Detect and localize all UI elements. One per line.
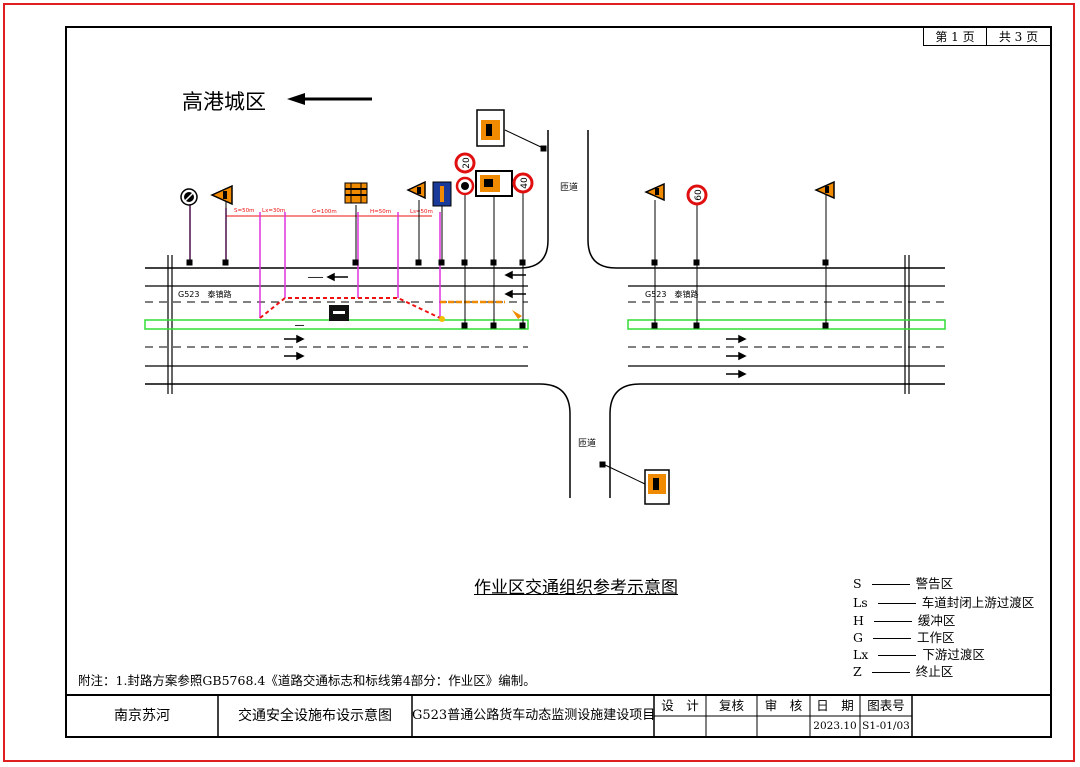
- lane-note-1: ━━━━━: [307, 275, 324, 281]
- zone-ls: Ls=50m: [410, 209, 433, 215]
- date-label: 日 期: [816, 698, 854, 713]
- company-name: 南京苏河: [114, 708, 170, 724]
- date-value: 2023.10: [813, 720, 857, 732]
- work-ahead-sign-top: [476, 109, 505, 147]
- work-ahead-sign-mid: [475, 170, 513, 197]
- speed-limit-40: 40: [512, 172, 534, 194]
- work-zone: [259, 297, 522, 322]
- warning-sign-right-1: [644, 182, 665, 202]
- audit-label: 审 核: [764, 698, 803, 713]
- sign-posts: [186, 129, 829, 485]
- work-ahead-sign-bottom: [644, 469, 670, 505]
- side-road-bottom: 匝道: [578, 437, 596, 449]
- zone-lx: Lx=30m: [262, 208, 285, 214]
- warning-sign-2: [406, 180, 426, 200]
- no-entry-sign: [180, 188, 198, 206]
- drawing-frame: [65, 26, 1052, 738]
- speed-limit-60: 60: [686, 184, 708, 206]
- warning-sign-1: [210, 184, 233, 206]
- zone-s: S=50m: [234, 208, 254, 214]
- road-right: [587, 130, 945, 498]
- table-no-value: S1-01/03: [862, 720, 910, 732]
- diagram-title: 作业区交通组织参考示意图: [474, 578, 678, 598]
- svg-text:60: 60: [694, 189, 704, 201]
- outer-frame: [3, 3, 1075, 762]
- page-total: 共 3 页: [986, 27, 1051, 46]
- zone-g: G=100m: [312, 209, 337, 215]
- svg-text:20: 20: [462, 157, 472, 169]
- lane-guide-sign: [432, 181, 452, 207]
- lane-note-2: ━━━: [294, 323, 305, 329]
- project-name: G523普通公路货车动态监测设施建设项目: [412, 708, 656, 723]
- barrier-sign: [344, 182, 368, 204]
- lane-arrows: [284, 270, 747, 379]
- svg-text:40: 40: [520, 177, 530, 189]
- review-label: 复核: [718, 698, 744, 713]
- warning-sign-right-2: [814, 180, 835, 200]
- table-no-label: 图表号: [867, 698, 905, 713]
- direction-label: 高港城区: [182, 90, 266, 114]
- direction-arrow: [287, 93, 372, 105]
- speed-limit-20: 20: [454, 152, 476, 174]
- road-left: [145, 130, 571, 498]
- drawing-name: 交通安全设施布设示意图: [238, 708, 392, 724]
- no-overtake-sign: [455, 176, 475, 196]
- zone-dimension: S=50m Lx=30m G=100m H=50m Ls=50m: [189, 205, 441, 318]
- road-name-left: G523 泰镇路: [178, 289, 231, 299]
- design-label: 设 计: [661, 698, 699, 713]
- note-text: 附注：1.封路方案参照GB5768.4《道路交通标志和标线第4部分：作业区》编制…: [78, 673, 536, 688]
- zone-h: H=50m: [370, 209, 391, 215]
- side-road-top: 匝道: [560, 181, 578, 193]
- road-name-right: G523 泰镇路: [645, 289, 698, 299]
